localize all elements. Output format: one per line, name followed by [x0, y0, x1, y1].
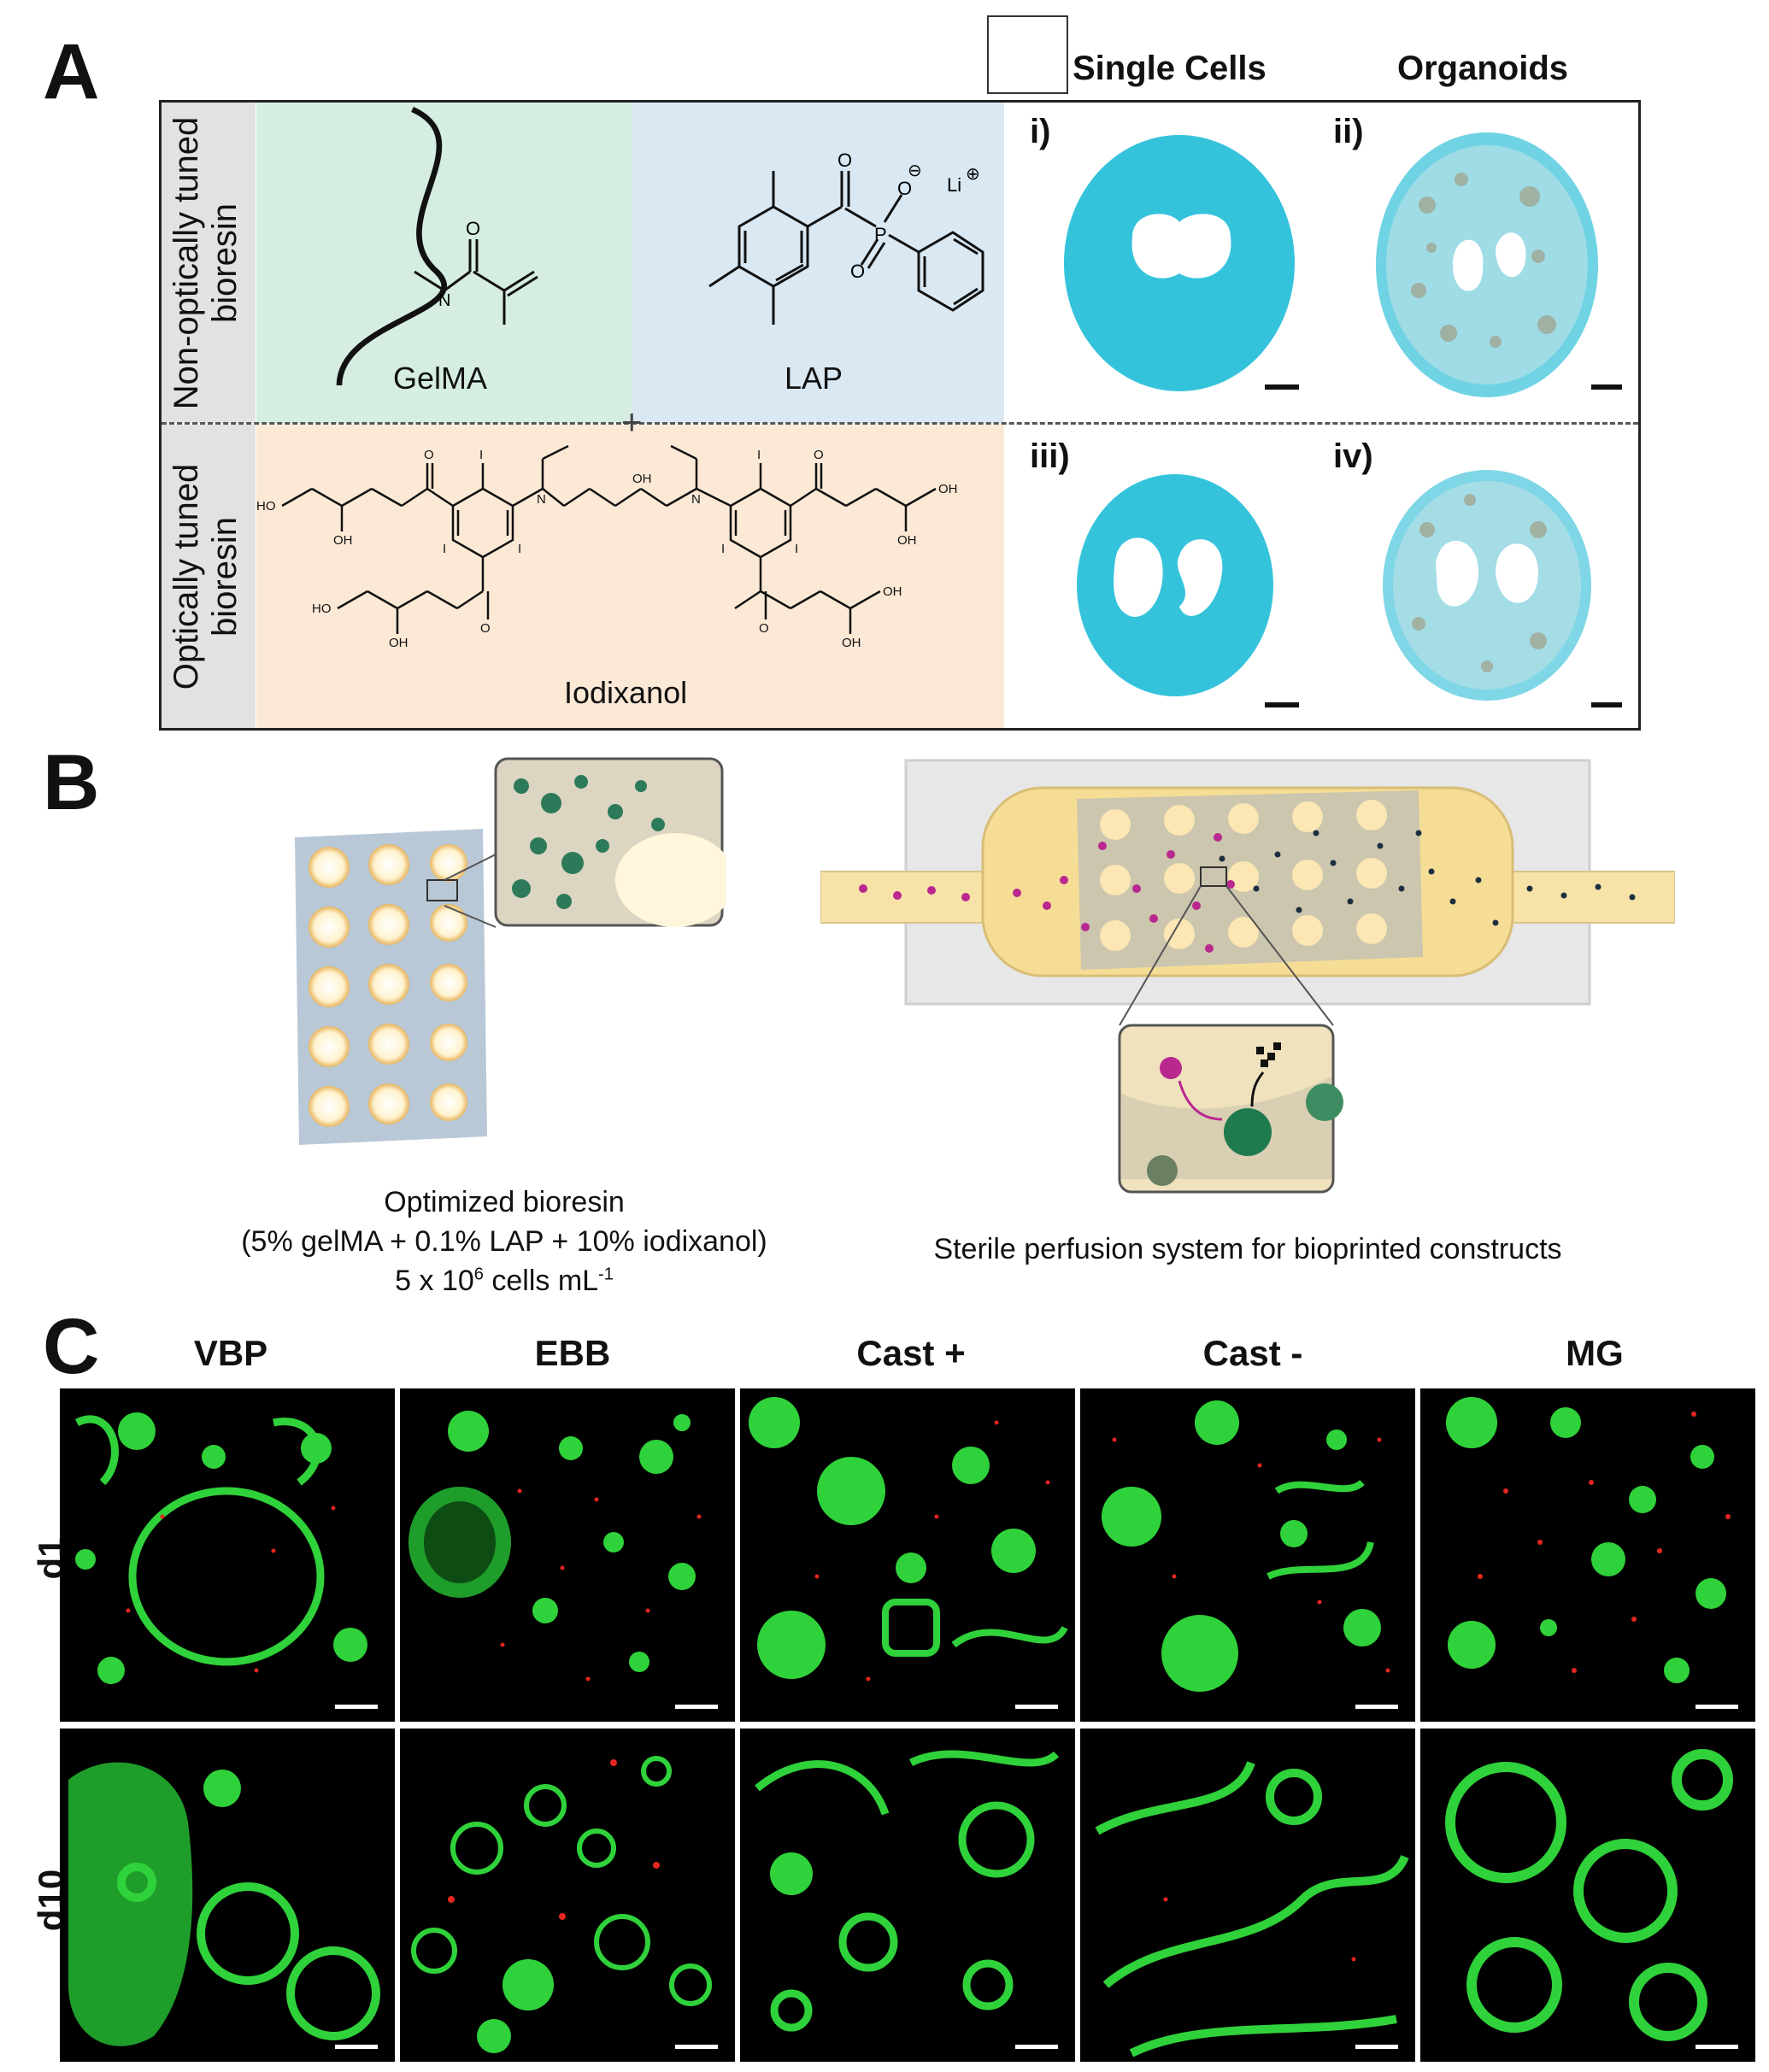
iodixanol-atom-i-4: I	[518, 542, 521, 556]
row-label-non-optically-tuned: Non-optically tuned bioresin	[167, 116, 244, 410]
section-image-iii	[1077, 474, 1299, 707]
micro-ebb-d10	[400, 1729, 735, 2062]
iodixanol-atom-i-3: I	[443, 542, 446, 556]
micro-cast-plus-d10	[740, 1729, 1075, 2062]
bioprinted-construct-illustration	[295, 829, 487, 1145]
iodixanol-label: Iodixanol	[564, 675, 688, 710]
perfusion-caption: Sterile perfusion system for bioprinted …	[933, 1233, 1562, 1265]
iodixanol-atom-o-2: O	[814, 448, 824, 462]
side-strip-top	[162, 103, 256, 423]
iodixanol-atom-i-1: I	[479, 448, 483, 462]
microscopy-grid	[60, 1388, 1760, 2063]
micro-vbp-d1	[60, 1388, 395, 1722]
iodixanol-atom-i-5: I	[721, 542, 725, 556]
micro-mg-d10	[1420, 1729, 1755, 2062]
lap-o-atom-2: O	[897, 178, 912, 199]
image-label-ii: ii)	[1333, 113, 1364, 150]
micro-cast-minus-d1	[1080, 1388, 1415, 1722]
gelma-o-atom: O	[466, 218, 480, 239]
iodixanol-atom-oh-3: OH	[938, 482, 958, 496]
micro-vbp-d10	[60, 1729, 395, 2062]
bioresin-caption-line-1: Optimized bioresin	[384, 1186, 625, 1218]
side-strip-bottom	[162, 425, 256, 728]
iodixanol-atom-oh-1: OH	[632, 472, 652, 486]
iodixanol-atom-i-2: I	[757, 448, 761, 462]
column-header-vbp: VBP	[193, 1333, 268, 1373]
iodixanol-atom-oh-2: OH	[333, 533, 353, 548]
bioresin-caption-line-3: 5 x 106 cells mL-1	[395, 1264, 614, 1297]
lap-o-atom-3: O	[850, 261, 865, 282]
iodixanol-atom-oh-5: OH	[389, 636, 408, 650]
lap-o-atom-1: O	[837, 150, 852, 171]
section-image-iv	[1383, 470, 1622, 707]
image-label-i: i)	[1030, 113, 1051, 150]
bioresin-caption: Optimized bioresin (5% gelMA + 0.1% LAP …	[205, 1183, 803, 1301]
iodixanol-atom-oh-4: OH	[897, 533, 917, 548]
panel-letter-a: A	[43, 28, 100, 115]
panel-letter-b: B	[43, 739, 100, 826]
perfusion-system-illustration	[820, 759, 1675, 1194]
plus-sign: +	[621, 402, 643, 442]
iodixanol-atom-o-4: O	[759, 621, 769, 636]
section-image-ii	[1376, 132, 1622, 397]
gelma-label: GelMA	[393, 361, 488, 396]
image-label-iii: iii)	[1030, 437, 1070, 475]
construct-zoom-inset	[444, 757, 726, 928]
gelma-n-atom: N	[438, 291, 450, 310]
row-label-optically-tuned: Optically tuned bioresin	[167, 463, 244, 690]
micro-cast-minus-d10	[1080, 1729, 1415, 2062]
iodixanol-atom-n-2: N	[691, 492, 701, 507]
iodixanol-atom-n-1: N	[537, 492, 546, 507]
column-header-cast-minus: Cast -	[1202, 1333, 1303, 1373]
column-header-ebb: EBB	[534, 1333, 611, 1373]
row-separator-dashed	[162, 422, 1638, 425]
lap-background	[632, 103, 1004, 423]
section-image-i	[1064, 135, 1299, 391]
iodixanol-atom-ho-2: HO	[312, 602, 332, 616]
iodixanol-atom-oh-6: OH	[883, 584, 902, 599]
lap-label: LAP	[785, 361, 843, 396]
lap-p-atom: P	[874, 224, 887, 245]
iodixanol-structure: I I I I I I N N O O O O OH HO OH OH OH H…	[256, 444, 958, 650]
iodixanol-atom-i-6: I	[795, 542, 798, 556]
lap-plus-charge: ⊕	[966, 163, 980, 184]
panel-a-frame	[159, 100, 1641, 731]
iodixanol-atom-o-3: O	[480, 621, 491, 636]
panel-letter-c: C	[43, 1303, 100, 1390]
image-label-iv: iv)	[1333, 437, 1373, 475]
gelma-background	[256, 103, 632, 423]
bioresin-caption-line-2: (5% gelMA + 0.1% LAP + 10% iodixanol)	[241, 1224, 767, 1258]
column-header-cast-plus: Cast +	[856, 1333, 966, 1373]
column-header-organoids: Organoids	[1397, 50, 1569, 87]
lap-structure: O P O ⊖ O Li ⊕	[708, 150, 984, 325]
iodixanol-atom-oh-7: OH	[842, 636, 861, 650]
iodixanol-atom-ho-1: HO	[256, 499, 276, 514]
iodixanol-background	[256, 425, 1004, 728]
legend-empty-box	[987, 15, 1068, 94]
column-header-single-cells: Single Cells	[1073, 50, 1267, 87]
micro-mg-d1	[1420, 1388, 1755, 1722]
column-header-mg: MG	[1566, 1333, 1624, 1373]
iodixanol-atom-o-1: O	[424, 448, 434, 462]
micro-ebb-d1	[400, 1388, 735, 1722]
lap-li-atom: Li	[947, 174, 961, 196]
lap-minus-charge: ⊖	[908, 160, 922, 180]
micro-cast-plus-d1	[740, 1388, 1075, 1722]
gelma-structure: O N	[336, 106, 538, 386]
